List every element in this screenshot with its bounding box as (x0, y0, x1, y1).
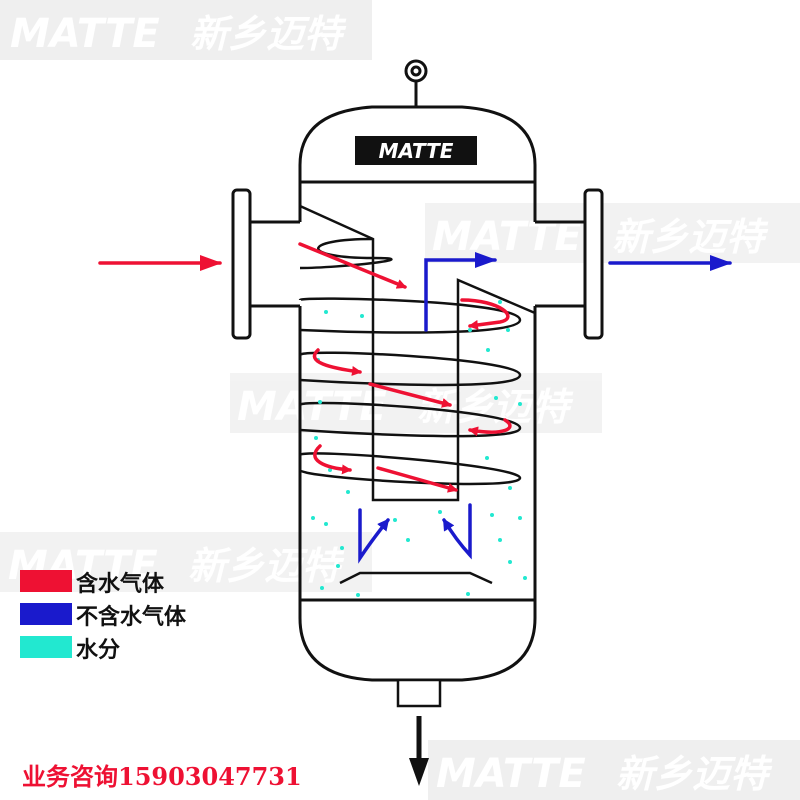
wet-gas-flow (98, 242, 512, 493)
svg-text:新乡迈特: 新乡迈特 (616, 752, 773, 796)
svg-text:MATTE: MATTE (237, 384, 387, 430)
watermark-middle: MATTE 新乡迈特 (230, 373, 602, 433)
legend-label-wet-gas: 含水气体 (76, 571, 165, 597)
svg-text:MATTE: MATTE (379, 139, 454, 163)
svg-text:新乡迈特: 新乡迈特 (190, 12, 347, 56)
svg-text:MATTE: MATTE (10, 11, 160, 57)
legend-swatch-water (20, 636, 72, 658)
legend-label-water: 水分 (76, 638, 120, 663)
lifting-eye (404, 59, 428, 106)
watermark-top-left: MATTE 新乡迈特 (0, 0, 372, 60)
water-droplets (311, 300, 527, 597)
dry-gas-flow (358, 252, 732, 564)
legend: 含水气体 不含水气体 水分 (20, 570, 187, 663)
inlet-nozzle (231, 188, 300, 340)
watermark-bottom-right: MATTE 新乡迈特 (428, 740, 800, 800)
outlet-nozzle (535, 188, 604, 340)
brand-plate: MATTE (355, 136, 477, 165)
legend-label-dry-gas: 不含水气体 (76, 604, 187, 630)
drain-outlet (396, 678, 442, 786)
svg-text:新乡迈特: 新乡迈特 (417, 385, 574, 429)
internal-baffles (298, 204, 536, 585)
watermark-upper-right: MATTE 新乡迈特 (425, 203, 800, 263)
svg-text:新乡迈特: 新乡迈特 (188, 544, 345, 588)
svg-text:新乡迈特: 新乡迈特 (612, 215, 769, 259)
contact-phone: 业务咨询15903047731 (22, 762, 302, 791)
legend-swatch-dry-gas (20, 603, 72, 625)
svg-text:MATTE: MATTE (436, 751, 586, 797)
legend-swatch-wet-gas (20, 570, 72, 592)
